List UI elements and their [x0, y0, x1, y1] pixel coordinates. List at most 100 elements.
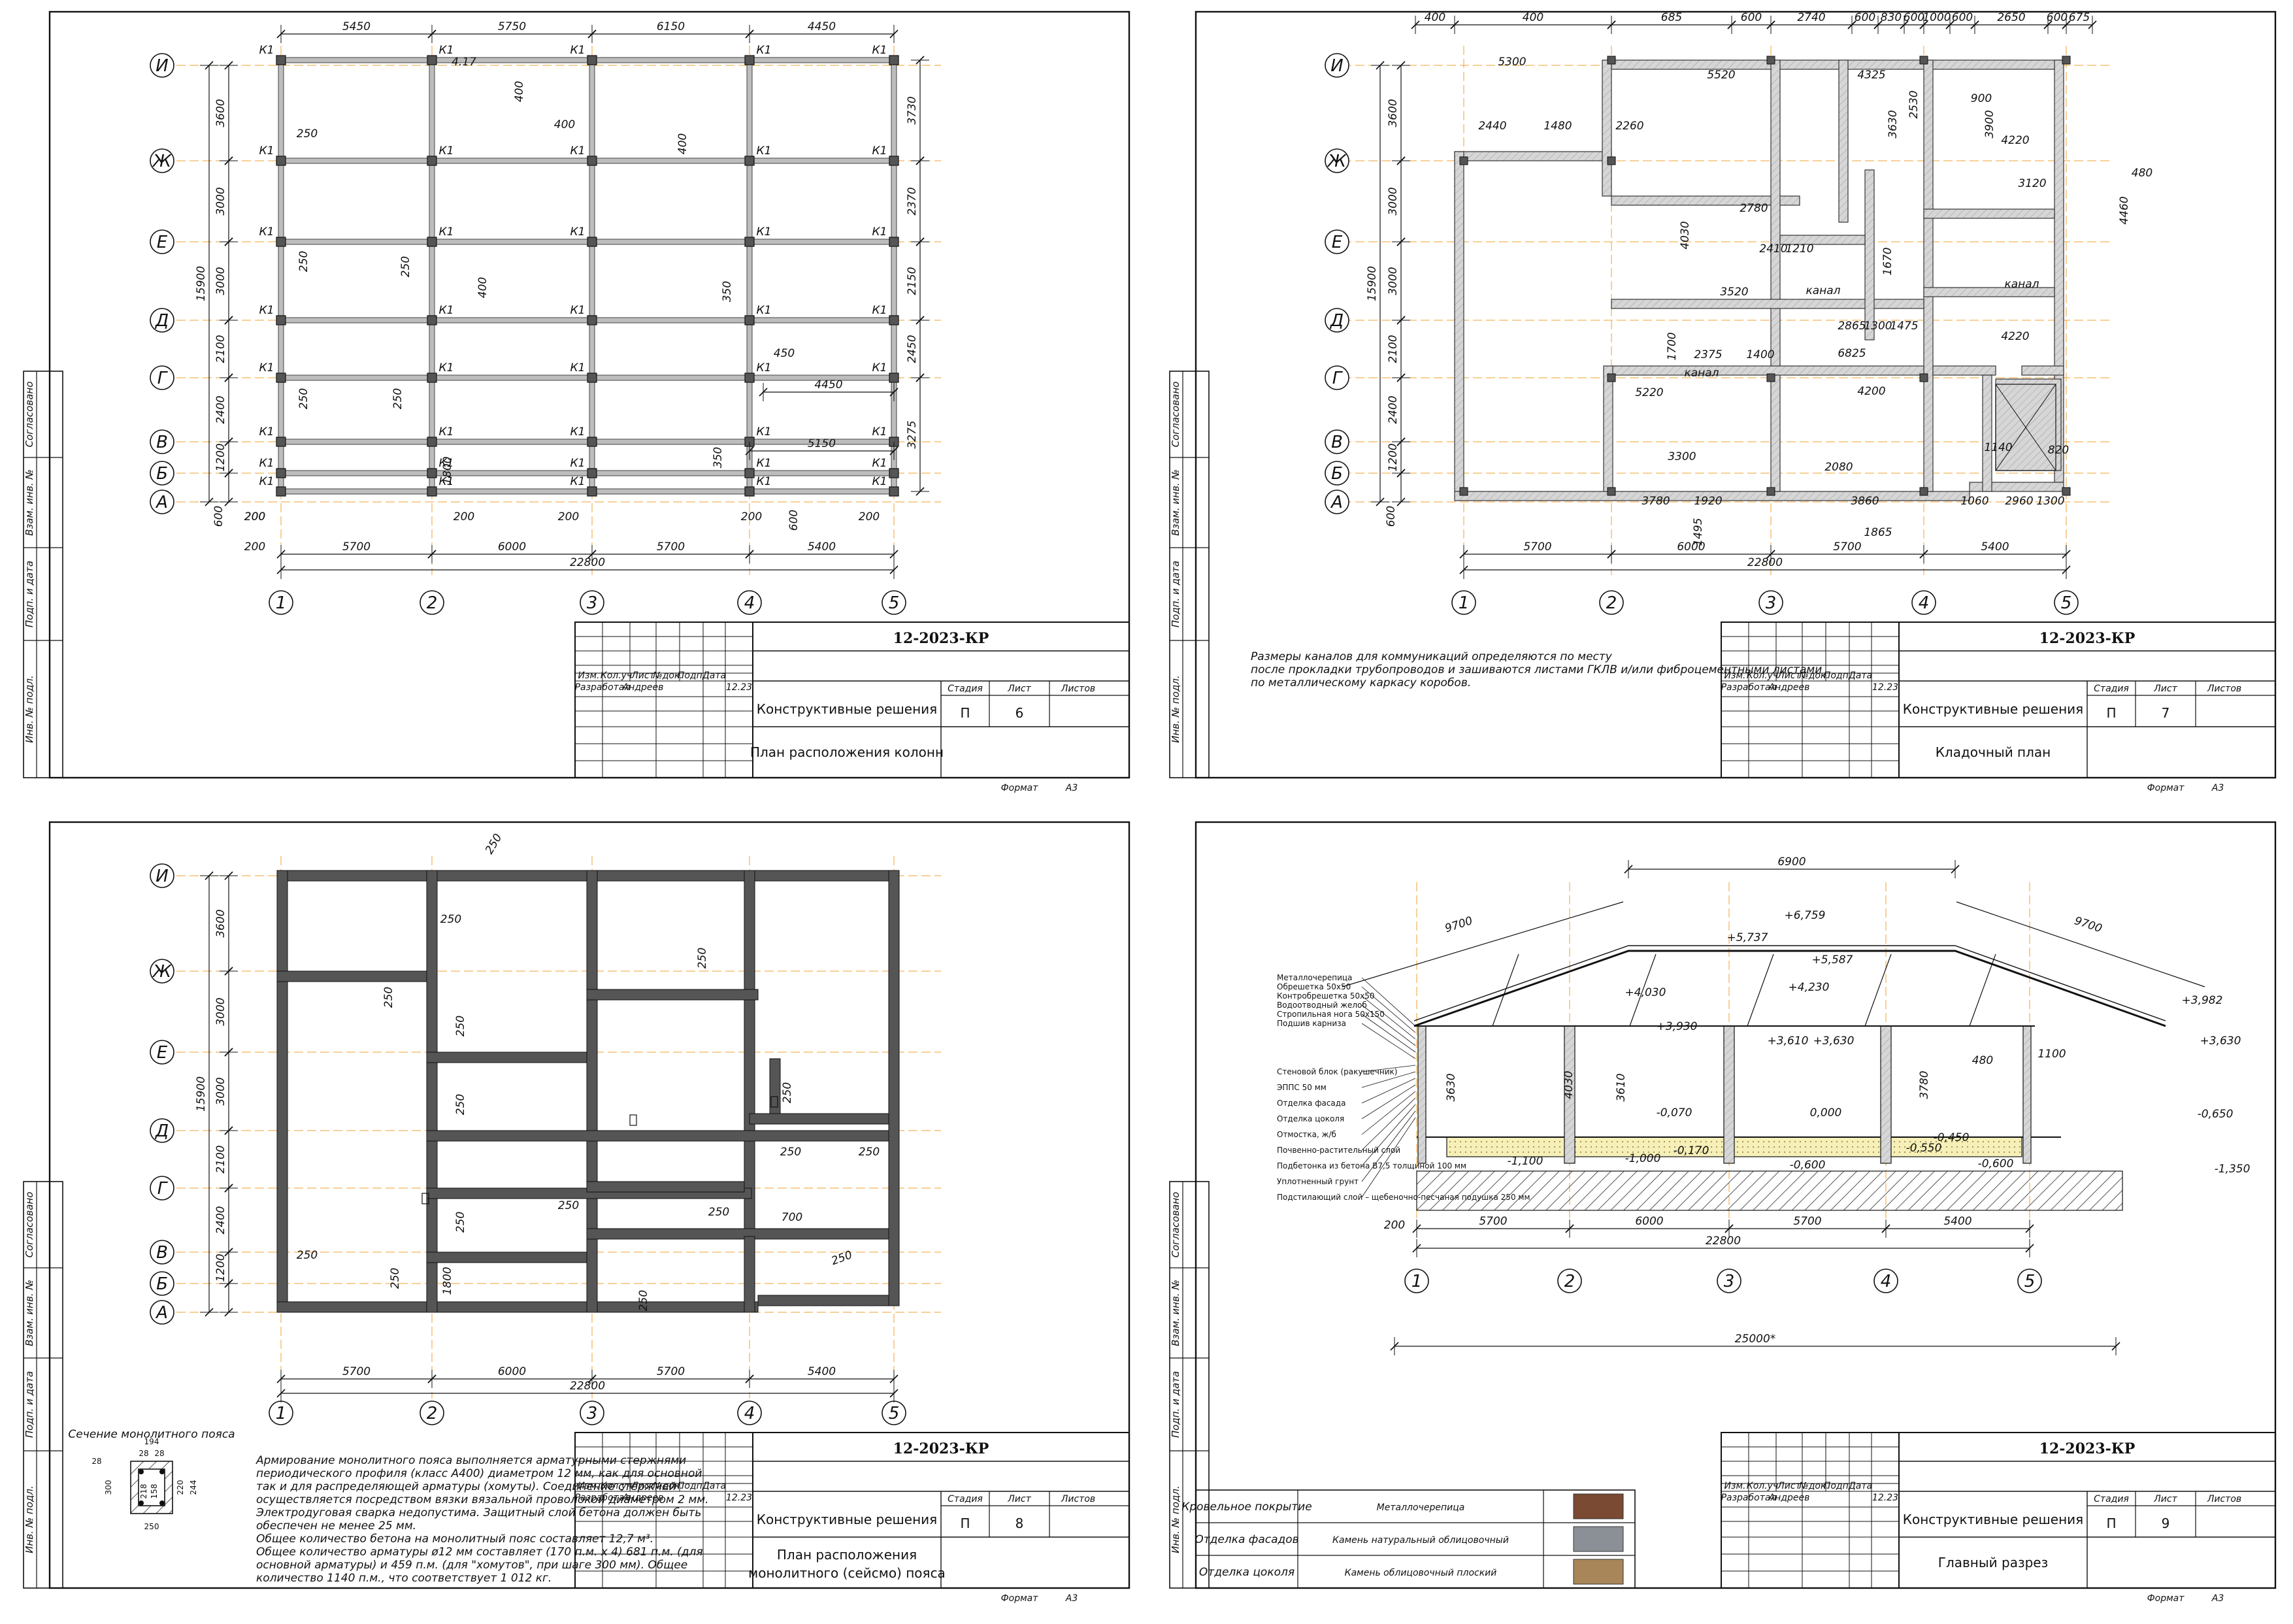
masonry-column — [1919, 373, 1928, 382]
layer-label: Почвенно-растительный слой — [1277, 1146, 1400, 1155]
axis-bubble-В — [1325, 429, 1349, 454]
dim-label: 600 — [1741, 11, 1762, 24]
column-K1 — [276, 486, 286, 497]
dim-label: 22800 — [570, 556, 605, 569]
axis-bubble-Д — [150, 1118, 174, 1143]
roof-dim: 9700 — [1443, 914, 1474, 935]
axis-label: 1 — [1411, 1272, 1423, 1291]
tb-header: №док. — [1798, 671, 1829, 681]
dim-edge: 200 — [454, 510, 474, 523]
title-block — [574, 1432, 1130, 1589]
dim-inner: 400 — [676, 133, 689, 154]
side-stamp — [1169, 371, 1210, 778]
column-mark: К1 — [439, 361, 454, 374]
column-mark: К1 — [872, 144, 887, 157]
column-K1 — [889, 156, 899, 166]
tb-header: Изм. — [578, 1481, 600, 1491]
tb-header: Лист — [1777, 1481, 1801, 1491]
dim-label: 3275 — [906, 420, 919, 448]
stair-void — [1995, 384, 2056, 471]
tb-sheet-label: Лист — [1007, 684, 1031, 694]
tb-sheets-label: Листов — [1061, 1494, 1095, 1504]
belt-dim: 250 — [297, 1249, 318, 1262]
level-mark: +3,610 — [1768, 1035, 1809, 1048]
belt-section-dim: 158 — [150, 1484, 159, 1499]
masonry-wall — [1923, 287, 2055, 297]
masonry-wall — [1454, 491, 1970, 501]
axis-label: 4 — [744, 593, 755, 613]
finish-element: Кровельное покрытие — [1181, 1500, 1311, 1514]
masonry-wall — [1770, 59, 1781, 492]
axis-label: А — [1330, 493, 1343, 512]
axis-bubble-5 — [882, 590, 906, 615]
masonry-wall — [2021, 365, 2064, 376]
column-mark: К1 — [872, 44, 887, 57]
format-value: А3 — [1065, 1593, 1078, 1604]
truss-strut — [1864, 953, 1892, 1027]
format-label: Формат — [2147, 1593, 2185, 1604]
column-K1 — [587, 237, 597, 247]
axis-label: 3 — [1724, 1272, 1735, 1291]
format-value: А3 — [2211, 1593, 2224, 1604]
side-stamp — [23, 1181, 63, 1589]
dim-inner: 4220 — [2001, 330, 2029, 343]
column-mark: К1 — [259, 361, 274, 374]
belt-dim: 250 — [454, 1016, 467, 1036]
tb-header: Кол.уч — [1747, 1481, 1778, 1491]
dim-label: 4450 — [814, 378, 842, 391]
axis-bubble-Г — [1325, 365, 1349, 390]
column-K1 — [744, 237, 755, 247]
masonry-column — [2062, 487, 2071, 496]
column-K1 — [427, 373, 437, 383]
layer-leader — [1361, 1084, 1416, 1119]
tb-date: 12.23 — [1872, 682, 1898, 693]
dim-label: 2400 — [214, 1206, 227, 1234]
axis-label: 5 — [889, 1404, 900, 1423]
column-mark: К1 — [872, 304, 887, 317]
tb-role: Разработал — [575, 1493, 631, 1503]
tb-author: Андреев — [622, 1493, 664, 1503]
dim-label: 3000 — [1387, 187, 1400, 215]
tb-stage: П — [960, 705, 970, 721]
dim-label: 5700 — [1479, 1215, 1507, 1228]
column-mark: К1 — [872, 425, 887, 439]
dim-label: 2740 — [1797, 11, 1825, 24]
section-wall — [1417, 1025, 1427, 1164]
truss-strut — [1969, 953, 1996, 1027]
format-value: А3 — [1065, 783, 1078, 793]
side-stamp — [23, 371, 63, 778]
dim-inner: 5520 — [1707, 69, 1735, 82]
masonry-column — [1607, 156, 1616, 165]
tb-header: Кол.уч — [601, 671, 632, 681]
column-mark: К1 — [570, 475, 586, 488]
dim-edge: 200 — [859, 510, 880, 523]
axis-bubble-2 — [1599, 590, 1624, 615]
seismic-belt — [586, 1228, 889, 1240]
tb-sheet-title: Главный разрез — [1938, 1555, 2048, 1570]
dim-label: 2100 — [214, 1145, 227, 1173]
axis-bubble-И — [150, 863, 174, 888]
layer-label: Уплотненный грунт — [1277, 1177, 1359, 1186]
axis-bubble-Г — [150, 1176, 174, 1201]
axis-bubble-5 — [2054, 590, 2079, 615]
masonry-column — [2062, 56, 2071, 65]
dim-label: 5400 — [1981, 540, 2009, 554]
finish-swatch — [1573, 1559, 1624, 1585]
axis-bubble-1 — [1451, 590, 1476, 615]
tb-header: №док. — [652, 671, 683, 681]
column-mark: К1 — [439, 225, 454, 239]
masonry-column — [1607, 373, 1616, 382]
column-mark: К1 — [757, 304, 772, 317]
axis-bubble-Ж — [150, 959, 174, 984]
tb-header: №док. — [652, 1481, 683, 1491]
axis-label: 3 — [587, 1404, 598, 1423]
column-mark: К1 — [439, 304, 454, 317]
belt-marker — [421, 1193, 429, 1204]
dim-label: 5700 — [657, 540, 685, 554]
side-stamp-label: Инв. № подл. — [1170, 675, 1181, 742]
tb-header: Подп. — [678, 671, 705, 681]
dim-label: 3000 — [214, 267, 227, 295]
tb-header: Кол.уч — [1747, 671, 1778, 681]
level-mark: +6,759 — [1785, 909, 1826, 922]
